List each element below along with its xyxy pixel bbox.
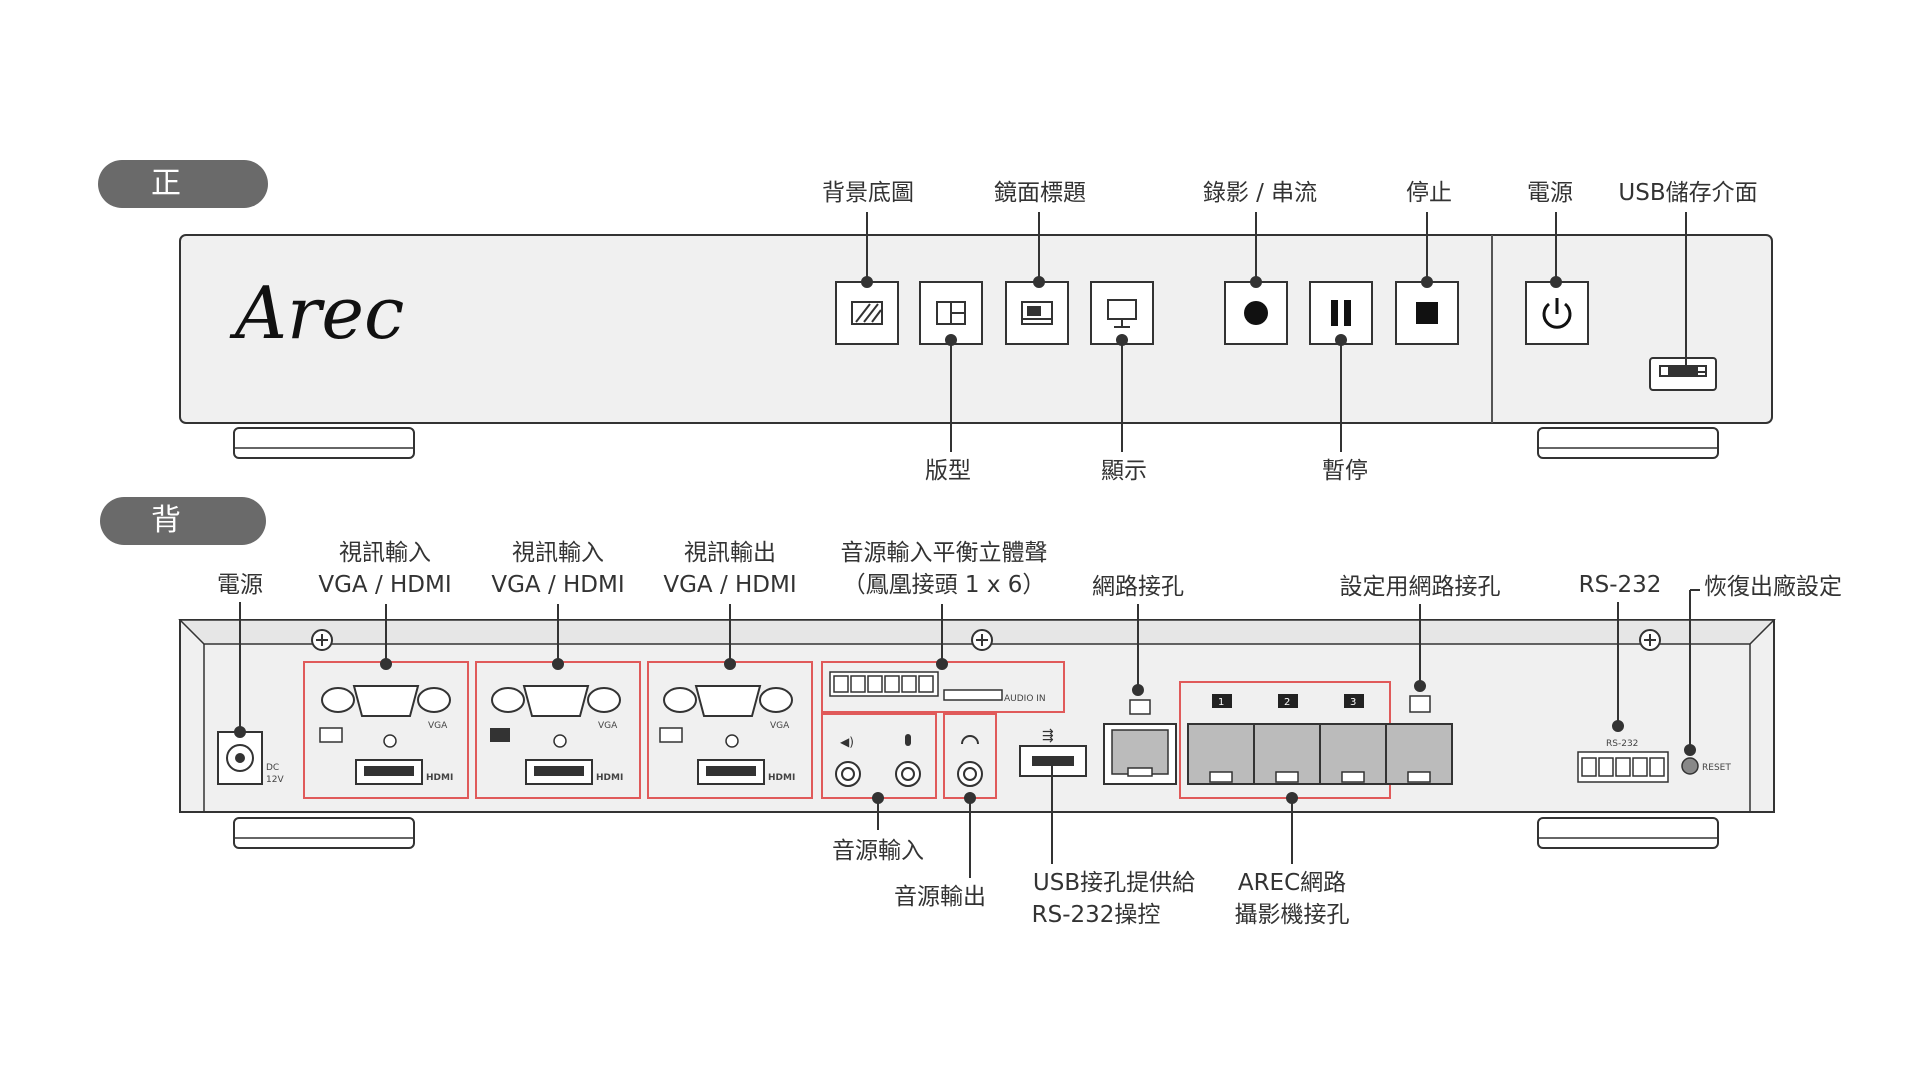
label-factory-reset: 恢復出廠設定	[1704, 574, 1842, 600]
video-in-2-ports[interactable]	[490, 685, 621, 785]
label-video-out-title: 視訊輸出	[684, 540, 776, 566]
label-stop: 停止	[1406, 180, 1452, 206]
camera-number-icons	[1212, 694, 1364, 708]
rs232-panel-label: RS-232	[1606, 739, 1638, 749]
stop-icon	[1416, 302, 1438, 324]
dc-power-jack[interactable]	[217, 731, 263, 785]
vga-label-1: VGA	[428, 721, 448, 731]
display-button[interactable]	[1090, 281, 1154, 345]
usb-icon: ⇶	[1042, 728, 1054, 744]
label-rs232: RS-232	[1578, 572, 1662, 598]
display-out-icon	[659, 727, 683, 743]
label-background: 背景底圖	[822, 180, 914, 206]
network-icon	[1129, 699, 1151, 715]
label-display: 顯示	[1101, 458, 1147, 484]
cam1-badge: 1	[1218, 697, 1224, 708]
label-video-in-1-sub: VGA / HDMI	[318, 572, 452, 598]
cam2-badge: 2	[1284, 697, 1290, 708]
rear-section-label: 背 面	[100, 497, 266, 586]
dc-voltage-label: 12V	[266, 775, 284, 785]
label-video-out-sub: VGA / HDMI	[663, 572, 797, 598]
pause-button[interactable]	[1309, 281, 1373, 345]
background-button[interactable]	[835, 281, 899, 345]
rs232-terminal[interactable]	[1577, 751, 1669, 783]
label-arec-camera-1: AREC網路	[1237, 870, 1347, 896]
rear-callouts	[234, 589, 1700, 878]
label-audio-in: 音源輸入	[832, 838, 924, 864]
record-button[interactable]	[1224, 281, 1288, 345]
rear-foot-left	[233, 817, 415, 849]
monitor-icon	[319, 727, 343, 743]
cam3-badge: 3	[1350, 697, 1356, 708]
front-foot-left	[233, 427, 415, 459]
label-usb-storage: USB儲存介面	[1618, 180, 1758, 206]
label-video-in-2-title: 視訊輸入	[512, 540, 604, 566]
arec-logo: Arec	[229, 271, 404, 355]
pause-icon	[1331, 300, 1338, 326]
microphone-icon	[905, 734, 911, 746]
video-out-ports[interactable]	[659, 685, 793, 785]
video-in-1-ports[interactable]	[319, 685, 451, 785]
speaker-icon: ◀)	[840, 735, 854, 749]
mirror-title-button[interactable]	[1005, 281, 1069, 345]
dc-label: DC	[266, 763, 279, 773]
record-icon	[1244, 301, 1268, 325]
audio-in-jacks[interactable]	[835, 761, 921, 787]
front-section-label: 正 面	[98, 160, 268, 249]
setup-icon	[1409, 695, 1431, 713]
headphone-icon	[961, 735, 979, 745]
front-foot-right	[1537, 427, 1719, 459]
reset-button[interactable]	[1681, 757, 1699, 775]
label-layout: 版型	[925, 458, 971, 484]
setup-network-port[interactable]	[1385, 695, 1453, 785]
usb-storage-port[interactable]	[1649, 357, 1717, 391]
hdmi-label-2: HDMI	[596, 773, 623, 783]
label-network-port: 網路接孔	[1092, 574, 1184, 600]
stop-button[interactable]	[1395, 281, 1459, 345]
label-audio-out: 音源輸出	[894, 884, 986, 910]
label-record-stream: 錄影 / 串流	[1202, 180, 1318, 206]
label-usb-rs232-2: RS-232操控	[1031, 902, 1161, 928]
front-callouts	[861, 212, 1706, 452]
label-arec-camera-2: 攝影機接孔	[1234, 902, 1350, 928]
audio-in-panel-label: AUDIO IN	[1004, 694, 1046, 704]
audio-balanced-terminal[interactable]	[829, 671, 1003, 701]
hdmi-label-1: HDMI	[426, 773, 453, 783]
vga-label-3: VGA	[770, 721, 790, 731]
network-port[interactable]	[1103, 699, 1177, 785]
label-audio-balanced-sub: （鳳凰接頭 1 x 6）	[842, 572, 1046, 598]
rear-foot-right	[1537, 817, 1719, 849]
arec-camera-ports[interactable]	[1187, 723, 1387, 785]
label-power-front: 電源	[1527, 180, 1573, 206]
reset-panel-label: RESET	[1702, 763, 1731, 773]
label-pause: 暫停	[1322, 458, 1368, 484]
label-setup-network-port: 設定用網路接孔	[1339, 574, 1501, 600]
label-video-in-2-sub: VGA / HDMI	[491, 572, 625, 598]
hdmi-label-3: HDMI	[768, 773, 795, 783]
audio-out-jack[interactable]	[957, 761, 983, 787]
camera-icon	[490, 728, 510, 742]
power-button[interactable]	[1525, 281, 1589, 345]
label-video-in-1-title: 視訊輸入	[339, 540, 431, 566]
label-usb-rs232-1: USB接孔提供給	[1032, 870, 1196, 896]
power-icon	[1542, 302, 1572, 329]
label-audio-balanced-title: 音源輸入平衡立體聲	[840, 540, 1048, 566]
label-power-rear: 電源	[217, 572, 263, 598]
vga-label-2: VGA	[598, 721, 618, 731]
label-mirror-title: 鏡面標題	[994, 180, 1086, 206]
